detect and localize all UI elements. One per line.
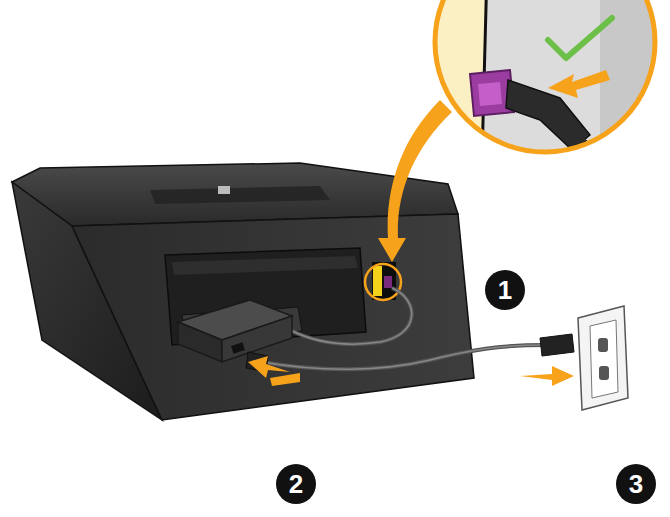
insert-arrow: [520, 366, 574, 386]
callout-number: 1: [485, 270, 525, 310]
zoom-pointer: [378, 100, 452, 262]
callout-text: 3: [629, 471, 643, 497]
callout-text: 2: [289, 471, 303, 497]
port-highlight: [365, 264, 401, 300]
wall-outlet: [578, 306, 628, 410]
callout-text: 1: [498, 277, 512, 303]
check-mark: [548, 18, 612, 58]
printer: [12, 163, 474, 420]
logo-mark: [218, 186, 230, 194]
insert-arrow: [548, 70, 610, 98]
callout-number: 3: [616, 464, 656, 504]
yellow-sticker: [373, 266, 382, 296]
ac-cord: [262, 345, 545, 369]
callout-number: 2: [276, 464, 316, 504]
dc-cord: [290, 288, 412, 344]
wall-plug: [540, 334, 574, 356]
zoom-detail: [430, 0, 660, 190]
insert-arrow: [248, 356, 290, 378]
power-adapter: [178, 300, 292, 362]
